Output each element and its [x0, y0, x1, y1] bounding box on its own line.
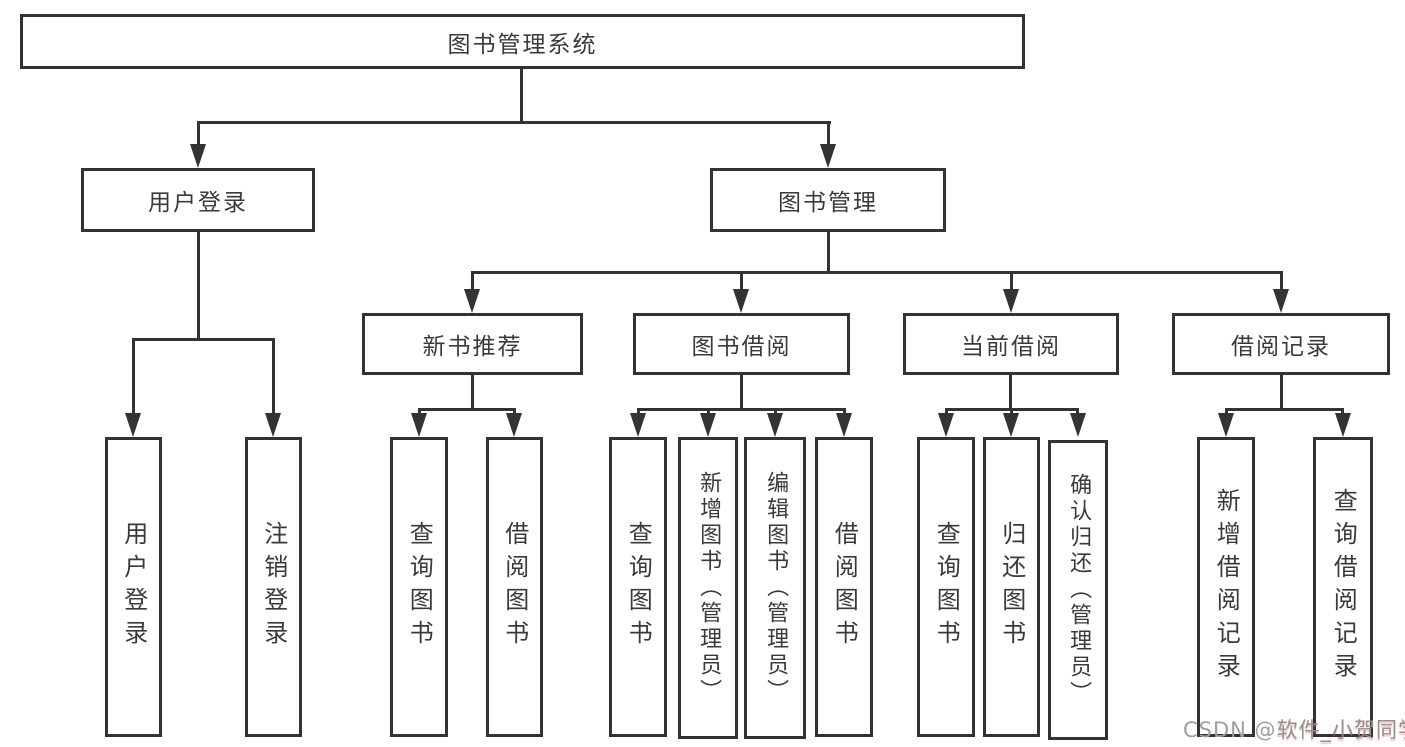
- leaf-confirm-return-admin: 确认归还（管理员）: [1048, 440, 1108, 740]
- arrow-to-leaf-edit-books-admin: [767, 413, 783, 437]
- node-root-label: 图书管理系统: [447, 31, 598, 58]
- node-current-borrow-label: 当前借阅: [961, 334, 1061, 360]
- leaf-add-books-admin-label: 新增图书（管理员）: [696, 471, 722, 705]
- node-book-management-label: 图书管理: [778, 190, 878, 216]
- edge-root-rail: [197, 121, 831, 124]
- edge-to-leaf-query-books-1: [418, 408, 421, 413]
- edge-book-borrow-rail: [637, 408, 845, 411]
- leaf-query-books-2: 查询图书: [609, 437, 667, 737]
- edge-borrow-records-rail: [1225, 408, 1344, 411]
- edge-to-leaf-user-login: [132, 338, 135, 413]
- arrow-to-leaf-logout: [265, 413, 281, 437]
- edge-borrow-records-stem: [1280, 375, 1283, 408]
- leaf-edit-books-admin-label: 编辑图书（管理员）: [763, 471, 789, 705]
- leaf-user-login-label: 用户登录: [119, 521, 148, 653]
- edge-to-leaf-query-books-2: [637, 408, 640, 413]
- leaf-add-borrow-record-label: 新增借阅记录: [1212, 488, 1241, 686]
- leaf-query-books-1: 查询图书: [390, 437, 448, 737]
- edge-book-borrow-stem: [740, 375, 743, 408]
- arrow-to-leaf-borrow-books-1: [506, 413, 522, 437]
- leaf-user-login: 用户登录: [105, 437, 162, 737]
- leaf-return-books: 归还图书: [983, 437, 1040, 737]
- leaf-query-books-3-label: 查询图书: [932, 521, 961, 653]
- leaf-query-books-2-label: 查询图书: [624, 521, 653, 653]
- node-new-book-recommend: 新书推荐: [362, 313, 583, 375]
- edge-to-user-login: [197, 121, 200, 145]
- arrow-to-new-book-recommend: [464, 289, 480, 313]
- node-book-borrow-label: 图书借阅: [691, 334, 792, 360]
- node-current-borrow: 当前借阅: [903, 313, 1119, 375]
- leaf-logout-label: 注销登录: [259, 521, 288, 653]
- node-borrow-records-label: 借阅记录: [1231, 334, 1331, 360]
- node-root: 图书管理系统: [20, 14, 1025, 69]
- edge-to-leaf-query-books-3: [945, 408, 948, 413]
- node-book-management: 图书管理: [710, 168, 946, 232]
- edge-to-leaf-add-borrow-record: [1225, 408, 1228, 413]
- edge-root-stem: [520, 69, 523, 121]
- arrow-to-book-borrow: [733, 289, 749, 313]
- edge-book-management-stem: [827, 232, 830, 271]
- arrow-to-leaf-query-books-3: [938, 413, 954, 437]
- edge-to-leaf-add-books-admin: [707, 408, 710, 413]
- edge-user-login-rail: [132, 338, 274, 341]
- watermark-prefix: CSDN @: [1183, 718, 1277, 742]
- arrow-to-leaf-return-books: [1003, 413, 1019, 437]
- edge-to-new-book-recommend: [471, 271, 474, 289]
- node-user-login-label: 用户登录: [148, 190, 248, 216]
- edge-to-book-management: [827, 121, 830, 145]
- node-user-login: 用户登录: [81, 168, 315, 232]
- leaf-query-books-1-label: 查询图书: [405, 521, 434, 653]
- edge-to-leaf-borrow-books-2: [843, 408, 846, 413]
- leaf-borrow-books-2-label: 借阅图书: [830, 521, 859, 653]
- node-new-book-recommend-label: 新书推荐: [422, 334, 523, 360]
- edge-to-current-borrow: [1010, 271, 1013, 289]
- leaf-logout: 注销登录: [245, 437, 302, 737]
- edge-book-management-rail: [471, 271, 1282, 274]
- edge-current-borrow-stem: [1009, 375, 1012, 408]
- arrow-to-book-management: [820, 144, 836, 168]
- edge-to-leaf-logout: [272, 338, 275, 413]
- csdn-watermark: CSDN @软件_小贺同学: [1183, 714, 1405, 744]
- node-book-borrow: 图书借阅: [633, 313, 850, 375]
- node-borrow-records: 借阅记录: [1172, 313, 1390, 375]
- arrow-to-borrow-records: [1273, 289, 1289, 313]
- edge-to-borrow-records: [1280, 271, 1283, 289]
- arrow-to-leaf-query-books-1: [411, 413, 427, 437]
- arrow-to-leaf-confirm-return: [1070, 413, 1086, 437]
- arrow-to-leaf-add-books-admin: [700, 413, 716, 437]
- watermark-author: 软件_小贺同学: [1276, 718, 1405, 742]
- arrow-to-user-login: [190, 144, 206, 168]
- leaf-query-books-3: 查询图书: [917, 437, 975, 737]
- leaf-query-borrow-record: 查询借阅记录: [1313, 437, 1373, 737]
- leaf-query-borrow-record-label: 查询借阅记录: [1329, 488, 1358, 686]
- leaf-edit-books-admin: 编辑图书（管理员）: [744, 437, 806, 739]
- arrow-to-leaf-borrow-books-2: [836, 413, 852, 437]
- leaf-borrow-books-1: 借阅图书: [486, 437, 543, 737]
- edge-to-leaf-return-books: [1010, 408, 1013, 413]
- edge-to-book-borrow: [740, 271, 743, 289]
- leaf-add-borrow-record: 新增借阅记录: [1197, 437, 1255, 737]
- edge-to-leaf-edit-books-admin: [774, 408, 777, 413]
- edge-to-leaf-query-borrow-record: [1341, 408, 1344, 413]
- edge-to-leaf-borrow-books-1: [513, 408, 516, 413]
- arrow-to-leaf-query-borrow-record: [1335, 413, 1351, 437]
- arrow-to-current-borrow: [1003, 289, 1019, 313]
- leaf-borrow-books-2: 借阅图书: [815, 437, 873, 737]
- edge-new-book-recommend-stem: [471, 375, 474, 408]
- edge-user-login-stem: [197, 232, 200, 338]
- edge-new-book-recommend-rail: [418, 408, 515, 411]
- arrow-to-leaf-user-login: [125, 413, 141, 437]
- leaf-confirm-return-admin-label: 确认归还（管理员）: [1066, 473, 1092, 707]
- leaf-return-books-label: 归还图书: [997, 521, 1026, 653]
- leaf-add-books-admin: 新增图书（管理员）: [678, 437, 738, 739]
- leaf-borrow-books-1-label: 借阅图书: [500, 521, 529, 653]
- arrow-to-leaf-query-books-2: [630, 413, 646, 437]
- edge-to-leaf-confirm-return: [1076, 408, 1079, 413]
- arrow-to-leaf-add-borrow-record: [1218, 413, 1234, 437]
